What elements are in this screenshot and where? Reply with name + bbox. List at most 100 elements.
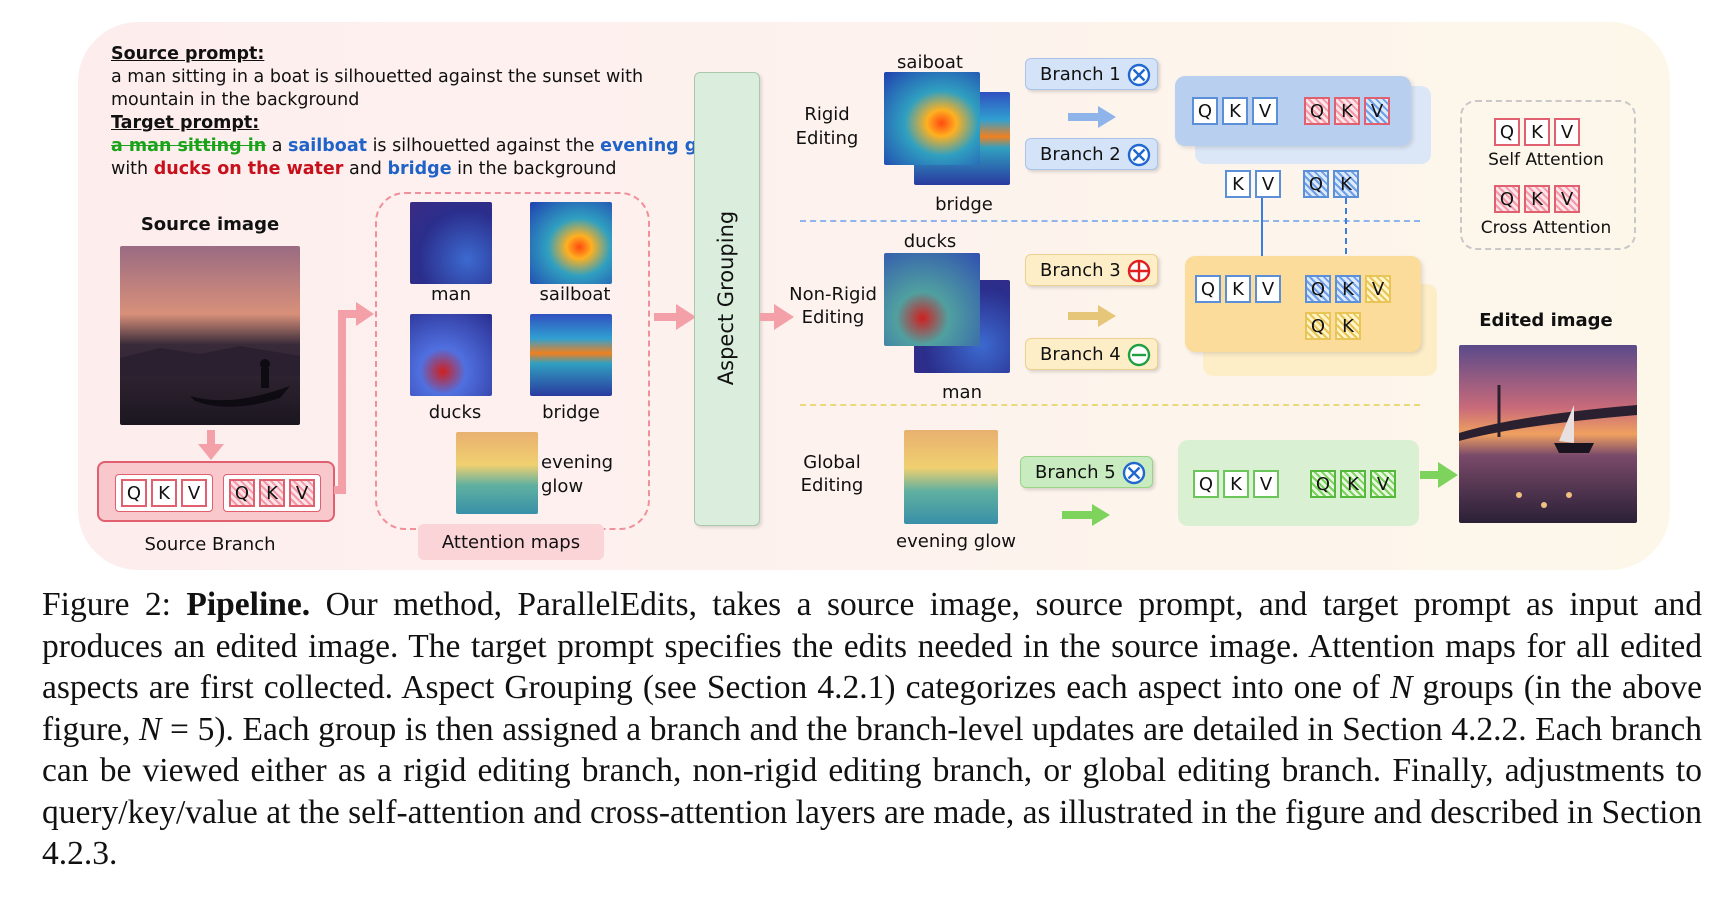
arrow-down — [198, 430, 224, 460]
arrow-to-attention — [334, 302, 374, 494]
nonrigid-cross-v: V — [1365, 275, 1391, 303]
rigid-k: K — [1222, 97, 1248, 125]
legend-cross-v: V — [1554, 185, 1580, 213]
pipeline-figure: Source prompt: a man sitting in a boat i… — [78, 22, 1670, 570]
nonrigid-cross-k: K — [1335, 275, 1361, 303]
attention-label-man: man — [431, 284, 471, 305]
global-v: V — [1253, 470, 1279, 498]
branch-1: Branch 1 — [1025, 58, 1158, 90]
global-q: Q — [1193, 470, 1219, 498]
attention-maps-label: Attention maps — [441, 532, 581, 553]
legend-cross-k: K — [1524, 185, 1550, 213]
source-k: K — [151, 479, 177, 507]
separator-global — [800, 404, 1420, 406]
legend-self-k: K — [1524, 118, 1550, 146]
rigid-image-sailboat — [884, 72, 980, 165]
global-cross-v: V — [1370, 470, 1396, 498]
source-v: V — [181, 479, 207, 507]
minus-circle-icon — [1127, 343, 1151, 367]
target-prompt-line1: a man sitting in a sailboat is silhouett… — [111, 136, 732, 156]
plus-circle-icon — [1127, 259, 1151, 283]
global-image-evening-glow — [904, 430, 998, 524]
source-image — [120, 246, 300, 425]
attention-label-bridge: bridge — [542, 402, 600, 423]
source-branch-label: Source Branch — [144, 534, 276, 555]
target-prompt-heading: Target prompt: — [111, 113, 260, 133]
nonrigid-label-1: Non-Rigid — [789, 284, 877, 305]
branch-2: Branch 2 — [1025, 138, 1158, 170]
nonrigid-panel — [1185, 256, 1421, 352]
rigid-cross-k: K — [1334, 97, 1360, 125]
arrow-global — [1062, 504, 1110, 526]
legend-cross-q: Q — [1494, 185, 1520, 213]
legend-self-label: Self Attention — [1488, 150, 1604, 170]
rigid-cross-q: Q — [1304, 97, 1330, 125]
global-label-1: Global — [803, 452, 861, 473]
attention-map-ducks — [410, 314, 492, 396]
nonrigid-label-2: Editing — [801, 307, 865, 328]
global-label-2: Editing — [800, 475, 864, 496]
legend-box — [1460, 100, 1636, 250]
source-prompt-heading: Source prompt: — [111, 44, 265, 64]
legend-self-q: Q — [1494, 118, 1520, 146]
attention-label-glow: glow — [541, 476, 584, 497]
global-cross-k: K — [1340, 470, 1366, 498]
arrow-to-edited — [1420, 462, 1458, 488]
aspect-grouping-bar — [694, 72, 760, 526]
nonrigid-k: K — [1225, 275, 1251, 303]
global-cross-q: Q — [1310, 470, 1336, 498]
rigid-v: V — [1252, 97, 1278, 125]
edited-image-label: Edited image — [1479, 310, 1613, 331]
global-image-label: evening glow — [896, 531, 1016, 552]
nonrigid-extra-q: Q — [1305, 312, 1331, 340]
rigid-out-cross-k: K — [1333, 170, 1359, 198]
nonrigid-image-label-man: man — [942, 382, 982, 403]
rigid-label-1: Rigid — [804, 104, 850, 125]
cross-multiply-icon — [1127, 143, 1151, 167]
attention-label-sailboat: sailboat — [539, 284, 611, 305]
separator-rigid — [800, 220, 1420, 222]
nonrigid-v: V — [1255, 275, 1281, 303]
legend-self-v: V — [1554, 118, 1580, 146]
rigid-out-v: V — [1255, 170, 1281, 198]
source-cross-k: K — [259, 479, 285, 507]
source-image-label: Source image — [140, 214, 280, 235]
nonrigid-extra-k: K — [1335, 312, 1361, 340]
branch-4: Branch 4 — [1025, 338, 1158, 370]
arrow-nonrigid — [1068, 305, 1116, 327]
global-k: K — [1223, 470, 1249, 498]
legend-cross-label: Cross Attention — [1480, 218, 1612, 238]
source-cross-q: Q — [229, 479, 255, 507]
attention-map-bridge — [530, 314, 612, 396]
source-prompt-line1: a man sitting in a boat is silhouetted a… — [111, 67, 644, 87]
rigid-q: Q — [1192, 97, 1218, 125]
aspect-grouping-label: Aspect Grouping — [714, 210, 738, 386]
branch-3: Branch 3 — [1025, 254, 1158, 286]
source-cross-v: V — [289, 479, 315, 507]
nonrigid-image-ducks — [884, 253, 980, 346]
attention-maps-tag — [418, 524, 604, 560]
attention-map-evening-glow — [456, 432, 538, 514]
attention-map-sailboat — [530, 202, 612, 284]
rigid-out-k: K — [1225, 170, 1251, 198]
arrow-from-grouping — [760, 304, 794, 330]
nonrigid-image-label-ducks: ducks — [903, 231, 957, 252]
target-prompt-line2: with ducks on the water and bridge in th… — [111, 159, 617, 179]
nonrigid-q: Q — [1195, 275, 1221, 303]
source-prompt-line2: mountain in the background — [111, 90, 360, 110]
edited-image — [1459, 345, 1637, 523]
figure-caption: Figure 2: Pipeline. Our method, Parallel… — [42, 586, 1702, 872]
cross-multiply-icon — [1127, 63, 1151, 87]
arrow-rigid — [1068, 106, 1116, 128]
branch-5: Branch 5 — [1020, 456, 1153, 488]
source-q: Q — [121, 479, 147, 507]
attention-label-ducks: ducks — [428, 402, 482, 423]
attention-label-evening: evening — [541, 452, 614, 473]
rigid-out-cross-q: Q — [1303, 170, 1329, 198]
rigid-cross-v: V — [1364, 97, 1390, 125]
attention-map-man — [410, 202, 492, 284]
arrow-to-grouping — [654, 304, 696, 330]
rigid-image-label-bridge: bridge — [935, 194, 993, 215]
cross-multiply-icon — [1122, 461, 1146, 485]
rigid-label-2: Editing — [795, 128, 859, 149]
